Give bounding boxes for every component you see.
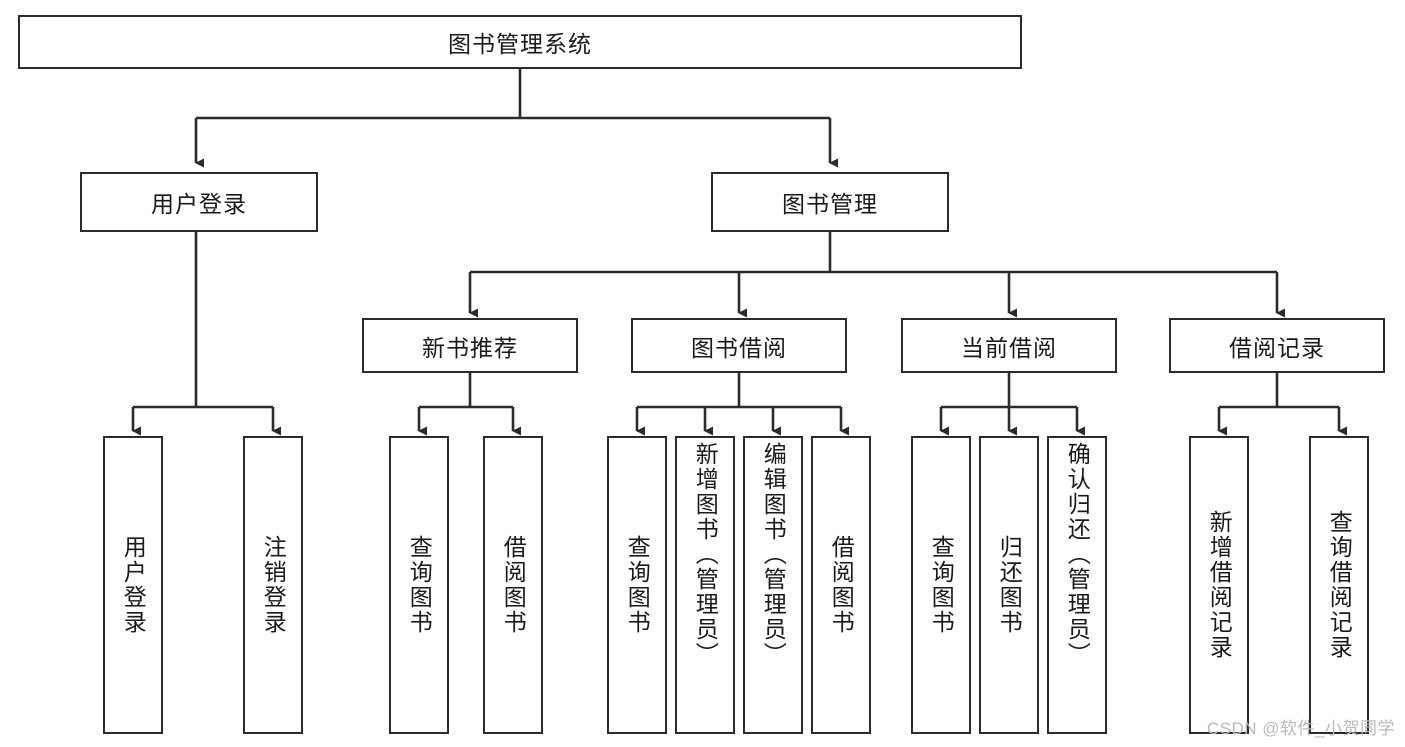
node-current-borrow-label: 当前借阅 — [961, 334, 1057, 361]
leaf-borrow-query-book[interactable]: 查询图书 — [607, 436, 667, 734]
leaf-current-confirm-return-admin[interactable]: 确认归还（管理员） — [1047, 436, 1107, 734]
node-book-borrow[interactable]: 图书借阅 — [631, 318, 847, 373]
leaf-label: 确认归还（管理员） — [1064, 442, 1091, 667]
leaf-user-login-logout[interactable]: 注销登录 — [243, 436, 303, 734]
node-current-borrow[interactable]: 当前借阅 — [901, 318, 1117, 373]
leaf-label: 借阅图书 — [828, 535, 855, 635]
leaf-new-book-borrow[interactable]: 借阅图书 — [483, 436, 543, 734]
leaf-borrow-edit-book-admin[interactable]: 编辑图书（管理员） — [743, 436, 803, 734]
leaf-label: 注销登录 — [260, 535, 287, 635]
leaf-current-return-book[interactable]: 归还图书 — [979, 436, 1039, 734]
leaf-records-add-record[interactable]: 新增借阅记录 — [1189, 436, 1249, 734]
leaf-label: 查询图书 — [624, 535, 651, 635]
node-user-login[interactable]: 用户登录 — [80, 172, 318, 232]
node-root[interactable]: 图书管理系统 — [18, 15, 1022, 69]
leaf-current-query-book[interactable]: 查询图书 — [911, 436, 971, 734]
node-borrow-records[interactable]: 借阅记录 — [1169, 318, 1385, 373]
node-book-borrow-label: 图书借阅 — [691, 334, 787, 361]
node-borrow-records-label: 借阅记录 — [1229, 334, 1325, 361]
leaf-label: 查询借阅记录 — [1326, 510, 1353, 660]
leaf-label: 归还图书 — [996, 535, 1023, 635]
node-new-book-recommend-label: 新书推荐 — [422, 334, 518, 361]
leaf-new-book-query[interactable]: 查询图书 — [389, 436, 449, 734]
node-new-book-recommend[interactable]: 新书推荐 — [362, 318, 578, 373]
leaf-borrow-borrow-book[interactable]: 借阅图书 — [811, 436, 871, 734]
leaf-records-query-record[interactable]: 查询借阅记录 — [1309, 436, 1369, 734]
leaf-borrow-add-book-admin[interactable]: 新增图书（管理员） — [675, 436, 735, 734]
node-root-label: 图书管理系统 — [448, 31, 592, 57]
leaf-label: 新增借阅记录 — [1206, 510, 1233, 660]
watermark-text: CSDN @软件_小贺同学 — [1206, 719, 1395, 738]
leaf-label: 查询图书 — [928, 535, 955, 635]
leaf-label: 编辑图书（管理员） — [760, 442, 787, 667]
leaf-label: 用户登录 — [120, 535, 147, 635]
node-book-management[interactable]: 图书管理 — [711, 172, 949, 232]
leaf-label: 借阅图书 — [500, 535, 527, 635]
leaf-user-login-login[interactable]: 用户登录 — [103, 436, 163, 734]
node-book-management-label: 图书管理 — [782, 191, 878, 217]
node-user-login-label: 用户登录 — [151, 191, 247, 217]
leaf-label: 新增图书（管理员） — [692, 442, 719, 667]
leaf-label: 查询图书 — [406, 535, 433, 635]
